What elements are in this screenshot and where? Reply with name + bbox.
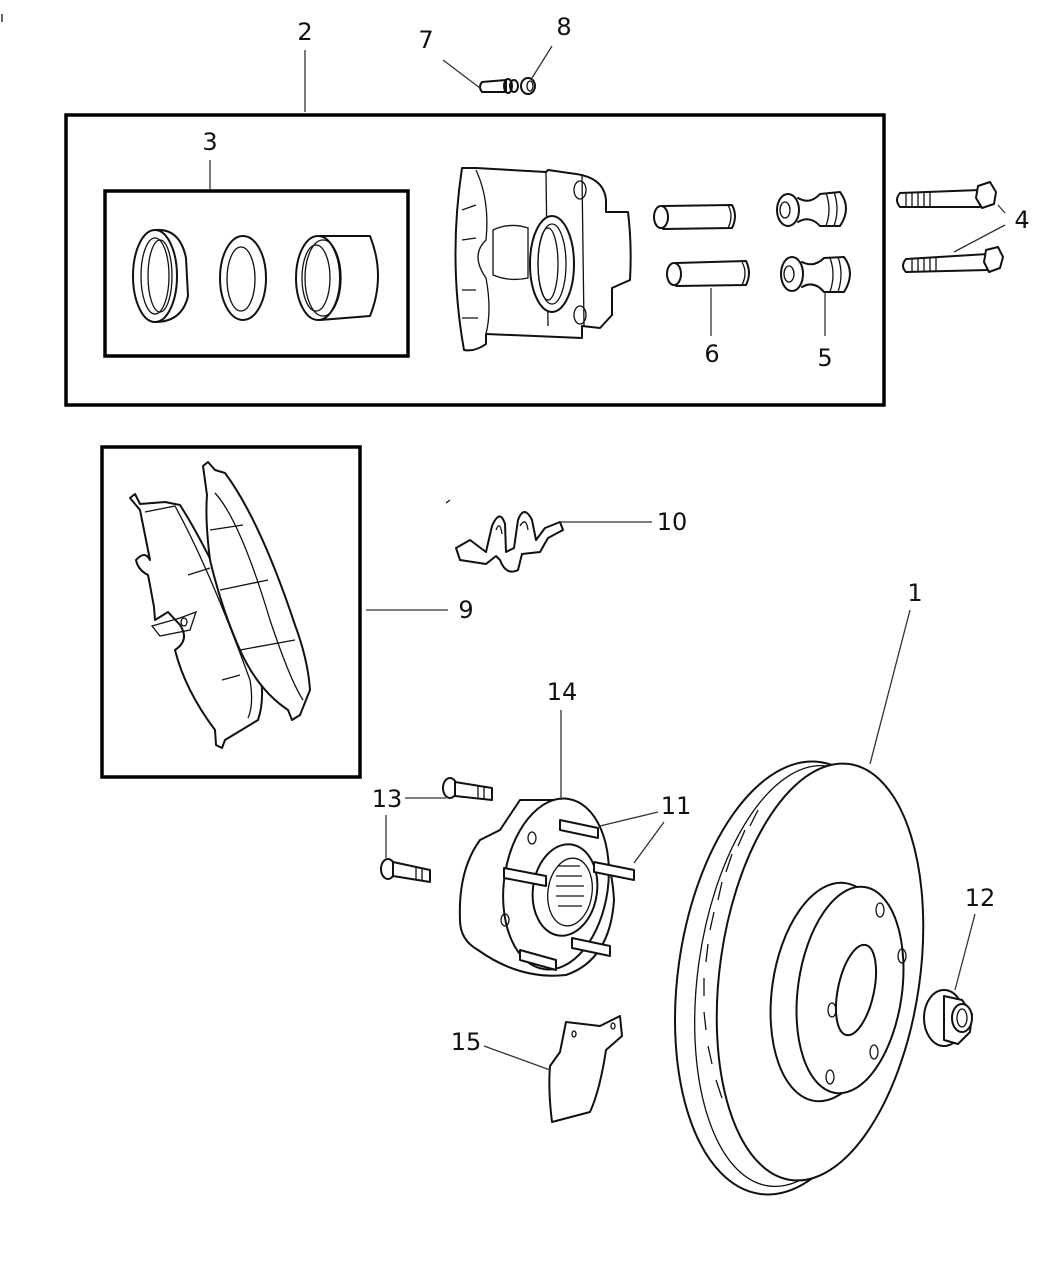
- callout-12: 12: [965, 884, 996, 912]
- leader-4a: [997, 204, 1006, 214]
- callout-11: 11: [661, 792, 692, 820]
- leader-1: [869, 609, 911, 765]
- caliper-assembly-frame: [64, 113, 886, 407]
- callout-2: 2: [297, 18, 312, 46]
- callout-4: 4: [1014, 206, 1029, 234]
- hub-bolt-lower[interactable]: [380, 858, 431, 883]
- guide-pin-bushing-upper[interactable]: [776, 191, 847, 227]
- anti-rattle-clip[interactable]: [445, 499, 564, 573]
- hub-and-bearing[interactable]: [458, 792, 620, 977]
- bleeder-cap[interactable]: [520, 77, 536, 95]
- leader-7: [442, 59, 481, 89]
- callout-7: 7: [418, 26, 433, 54]
- hub-bolt-upper[interactable]: [442, 777, 493, 801]
- leader-11a: [599, 811, 659, 827]
- callout-15: 15: [451, 1028, 482, 1056]
- caliper-body[interactable]: [454, 167, 632, 352]
- hub-nut[interactable]: [923, 989, 973, 1047]
- guide-pin-sleeve-lower[interactable]: [666, 260, 750, 287]
- seal-kit-frame: [103, 189, 410, 358]
- brake-pad-frame: [100, 445, 362, 779]
- leader-4b: [953, 224, 1006, 253]
- brake-pad-outer[interactable]: [202, 461, 311, 721]
- caliper-bolt-lower[interactable]: [902, 246, 1004, 273]
- piston[interactable]: [295, 235, 379, 321]
- brake-rotor[interactable]: [649, 747, 949, 1210]
- callout-3: 3: [202, 128, 217, 156]
- wheel-studs[interactable]: [503, 819, 635, 971]
- callout-14: 14: [547, 678, 578, 706]
- caliper-bolt-upper[interactable]: [896, 181, 997, 209]
- leader-15: [483, 1045, 551, 1071]
- piston-seal[interactable]: [219, 235, 267, 321]
- leader-8: [531, 45, 553, 79]
- piston-boot[interactable]: [132, 228, 189, 323]
- callout-6: 6: [704, 340, 719, 368]
- callout-5: 5: [817, 344, 832, 372]
- callout-13: 13: [372, 785, 403, 813]
- callout-8: 8: [556, 13, 571, 41]
- callout-1: 1: [907, 579, 922, 607]
- leader-11b: [633, 821, 665, 864]
- callout-9: 9: [458, 596, 473, 624]
- guide-pin-sleeve-upper[interactable]: [653, 204, 736, 230]
- bleeder-screw[interactable]: [479, 78, 519, 94]
- callout-10: 10: [657, 508, 688, 536]
- leader-12: [954, 913, 976, 991]
- guide-pin-bushing-lower[interactable]: [780, 256, 851, 293]
- splash-shield[interactable]: [548, 1015, 623, 1123]
